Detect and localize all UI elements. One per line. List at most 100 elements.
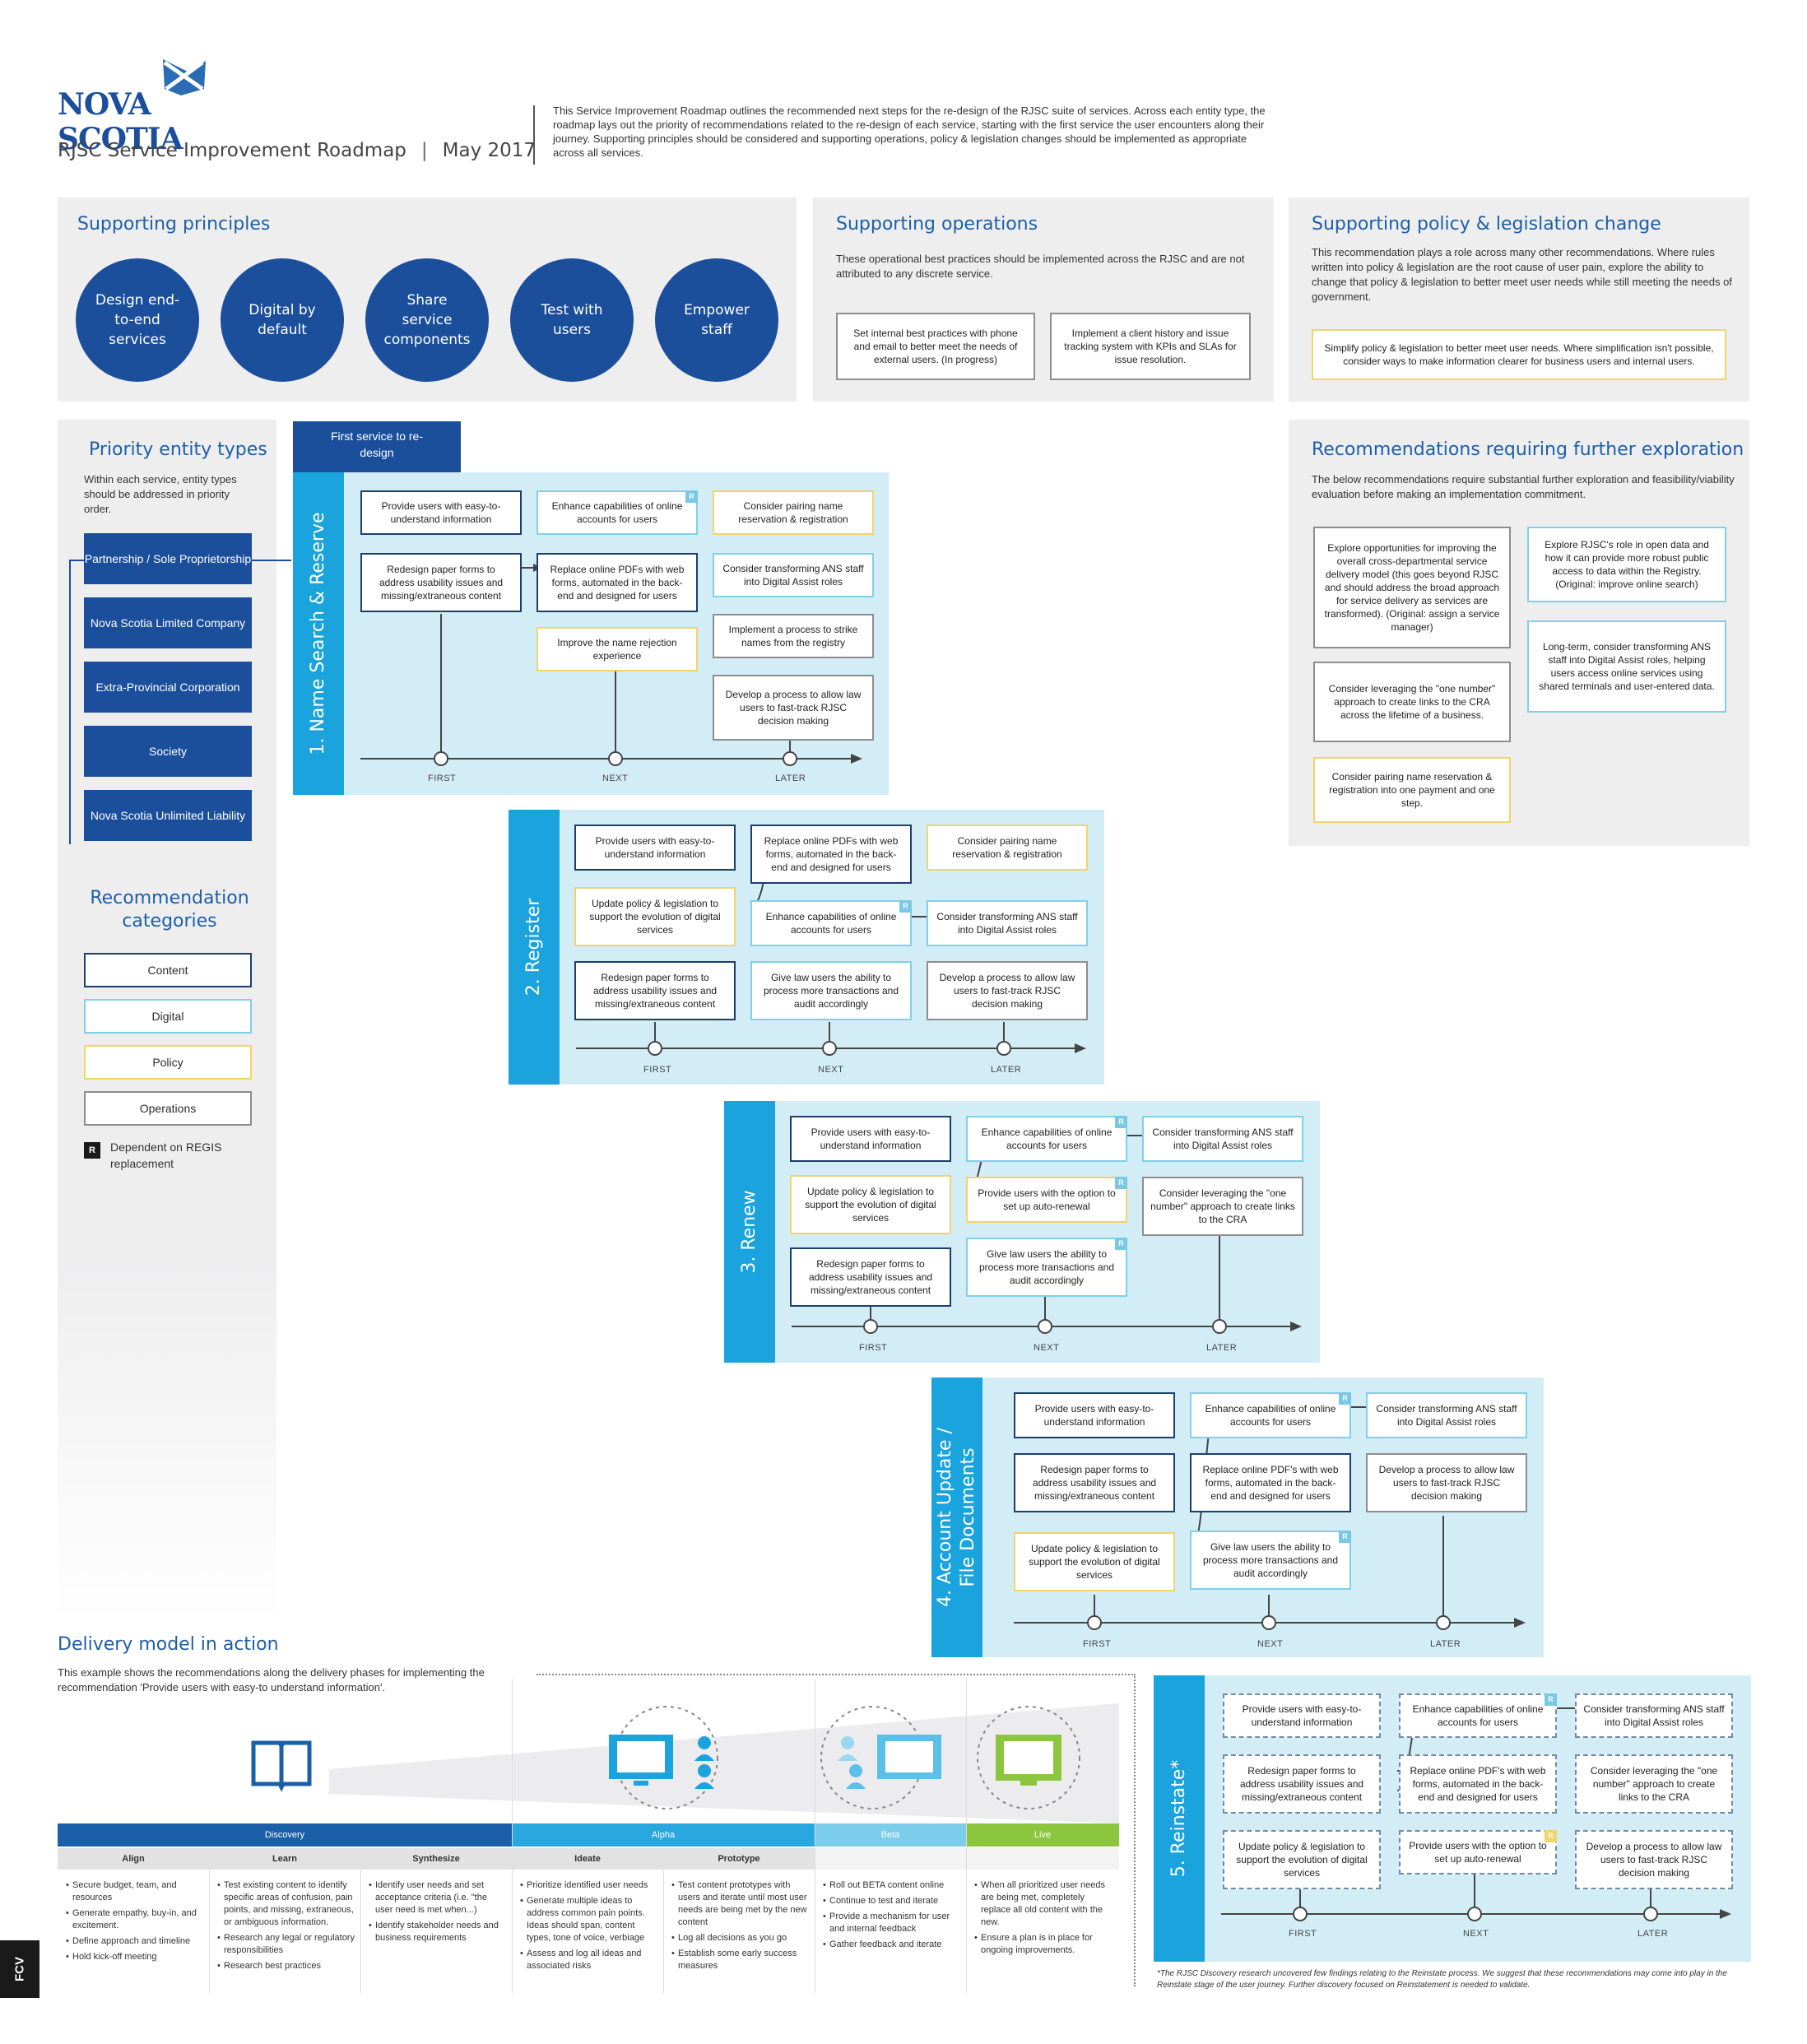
legend-content: Content	[84, 953, 252, 987]
col-live: When all prioritized user needs are bein…	[974, 1879, 1113, 1960]
phase-discovery: Discovery	[58, 1823, 512, 1847]
s1-box-7: Consider transforming ANS staff into Dig…	[713, 553, 874, 597]
delivery-illustration	[251, 1703, 1119, 1823]
service-5-lines	[1221, 1704, 1731, 1921]
service-1-stripe: 1. Name Search & Reserve	[293, 472, 344, 795]
s3-box-5: Provide users with the option to set up …	[966, 1177, 1127, 1223]
legend-policy: Policy	[84, 1045, 252, 1080]
categories-title: Recommendation categories	[90, 888, 249, 931]
entity-partnership: Partnership / Sole Proprietorship	[84, 533, 252, 584]
fcv-badge: FCV	[0, 1940, 39, 1998]
s2-box-9: Develop a process to allow law users to …	[927, 961, 1088, 1020]
s2-first: FIRST	[643, 1065, 672, 1075]
s1-box-1: Provide users with easy-to-understand in…	[360, 490, 522, 535]
logo: NOVA SCOTIA	[58, 56, 280, 156]
entity-society: Society	[84, 726, 252, 777]
entities-title: Priority entity types	[89, 439, 267, 460]
r-badge-icon: R	[1545, 1830, 1557, 1842]
s4-box-3: Update policy & legislation to support t…	[1014, 1532, 1175, 1591]
s3-box-3: Redesign paper forms to address usabilit…	[790, 1247, 951, 1307]
s3-box-8: Consider leveraging the "one number" app…	[1142, 1177, 1303, 1236]
s1-later: LATER	[775, 773, 806, 783]
principle-1: Design end-to-end services	[76, 258, 199, 382]
s1-box-9: Develop a process to allow law users to …	[713, 675, 874, 741]
service-3-stripe: 3. Renew	[724, 1101, 775, 1363]
s5-box-2: Redesign paper forms to address usabilit…	[1223, 1754, 1381, 1814]
s1-box-5: Improve the name rejection experience	[537, 627, 698, 671]
s3-box-6: Give law users the ability to process mo…	[966, 1238, 1127, 1297]
s2-box-5: Enhance capabilities of online accounts …	[750, 900, 912, 946]
sub-align: Align	[58, 1848, 209, 1870]
r-badge-icon: R	[84, 1142, 100, 1159]
further-item-1: Explore opportunities for improving the …	[1313, 527, 1511, 648]
logo-text: NOVA SCOTIA	[58, 87, 183, 156]
further-item-2: Consider leveraging the "one number" app…	[1313, 662, 1511, 742]
r-badge-icon: R	[1115, 1116, 1127, 1128]
s2-box-2: Update policy & legislation to support t…	[574, 887, 736, 946]
divider	[533, 105, 535, 165]
s4-box-4: Enhance capabilities of online accounts …	[1190, 1392, 1351, 1438]
s5-box-9: Develop a process to allow law users to …	[1575, 1830, 1733, 1889]
s1-first: FIRST	[428, 773, 457, 783]
operations-title: Supporting operations	[836, 214, 1038, 235]
s4-box-8: Develop a process to allow law users to …	[1366, 1453, 1527, 1512]
book-icon	[251, 1740, 312, 1792]
r-badge-icon: R	[899, 900, 912, 913]
col-divider	[663, 1870, 664, 1993]
service-2-stripe: 2. Register	[509, 810, 560, 1085]
principles-title: Supporting principles	[77, 214, 271, 235]
entity-nslc: Nova Scotia Limited Company	[84, 597, 252, 648]
s5-box-8: Consider leveraging the "one number" app…	[1575, 1754, 1733, 1814]
entity-connector-tick	[69, 560, 86, 561]
sub-prototype: Prototype	[663, 1848, 815, 1870]
s5-box-5: Replace online PDF's with web forms, aut…	[1399, 1754, 1557, 1814]
s2-box-7: Consider pairing name reservation & regi…	[927, 825, 1088, 871]
s5-box-3: Update policy & legislation to support t…	[1223, 1830, 1381, 1889]
legend-operations: Operations	[84, 1091, 252, 1126]
r-badge-icon: R	[1339, 1531, 1351, 1543]
legend-digital: Digital	[84, 999, 252, 1034]
further-title: Recommendations requiring further explor…	[1312, 439, 1744, 460]
principle-2: Digital by default	[221, 258, 344, 382]
col-divider	[966, 1679, 967, 1993]
service-4-stripe: 4. Account Update / File Documents	[931, 1377, 982, 1657]
service-5-stripe: 5. Reinstate*	[1154, 1675, 1205, 1962]
col-synthesize: Identify user needs and set acceptance c…	[369, 1879, 507, 1948]
col-align: Secure budget, team, and resourcesGenera…	[66, 1879, 204, 1967]
entity-connector	[69, 560, 71, 844]
s2-box-3: Redesign paper forms to address usabilit…	[574, 961, 736, 1020]
sub-beta-blank	[815, 1848, 1119, 1870]
delivery-title: Delivery model in action	[58, 1634, 279, 1655]
s4-box-5: Replace online PDF's with web forms, aut…	[1190, 1453, 1351, 1512]
s1-box-2: Redesign paper forms to address usabilit…	[360, 553, 522, 612]
s5-later: LATER	[1637, 1929, 1669, 1939]
r-badge-label: Dependent on REGIS replacement	[110, 1140, 222, 1170]
s5-box-6: Provide users with the option to set up …	[1399, 1830, 1557, 1874]
s5-first: FIRST	[1289, 1929, 1317, 1939]
entity-nsul: Nova Scotia Unlimited Liability	[84, 790, 252, 841]
col-prototype: Test content prototypes with users and i…	[671, 1879, 810, 1976]
s5-box-7: Consider transforming ANS staff into Dig…	[1575, 1693, 1733, 1738]
further-text: The below recommendations require substa…	[1312, 473, 1735, 500]
s3-box-4: Enhance capabilities of online accounts …	[966, 1116, 1127, 1162]
s3-box-2: Update policy & legislation to support t…	[790, 1175, 951, 1234]
sub-learn: Learn	[209, 1848, 360, 1870]
s5-note: *The RJSC Discovery research uncovered f…	[1157, 1969, 1727, 1990]
s4-box-7: Consider transforming ANS staff into Dig…	[1366, 1392, 1527, 1438]
policy-title: Supporting policy & legislation change	[1312, 214, 1661, 235]
s1-box-4: Replace online PDFs with web forms, auto…	[537, 553, 698, 612]
s2-next: NEXT	[818, 1065, 844, 1075]
s3-box-7: Consider transforming ANS staff into Dig…	[1142, 1116, 1303, 1162]
dotted-connector-v	[1134, 1674, 1136, 1986]
entity-arrow	[252, 560, 291, 561]
r-badge-icon: R	[1545, 1693, 1557, 1706]
sub-ideate: Ideate	[512, 1848, 663, 1870]
s1-box-3: Enhance capabilities of online accounts …	[537, 490, 698, 535]
s1-box-6: Consider pairing name reservation & regi…	[713, 490, 874, 535]
principle-4: Test with users	[510, 258, 634, 382]
sub-synthesize: Synthesize	[360, 1848, 512, 1870]
page-title: RJSC Service Improvement Roadmap|May 201…	[58, 140, 537, 161]
policy-item: Simplify policy & legislation to better …	[1312, 329, 1726, 380]
further-item-5: Long-term, consider transforming ANS sta…	[1527, 620, 1726, 713]
s4-later: LATER	[1430, 1639, 1461, 1649]
